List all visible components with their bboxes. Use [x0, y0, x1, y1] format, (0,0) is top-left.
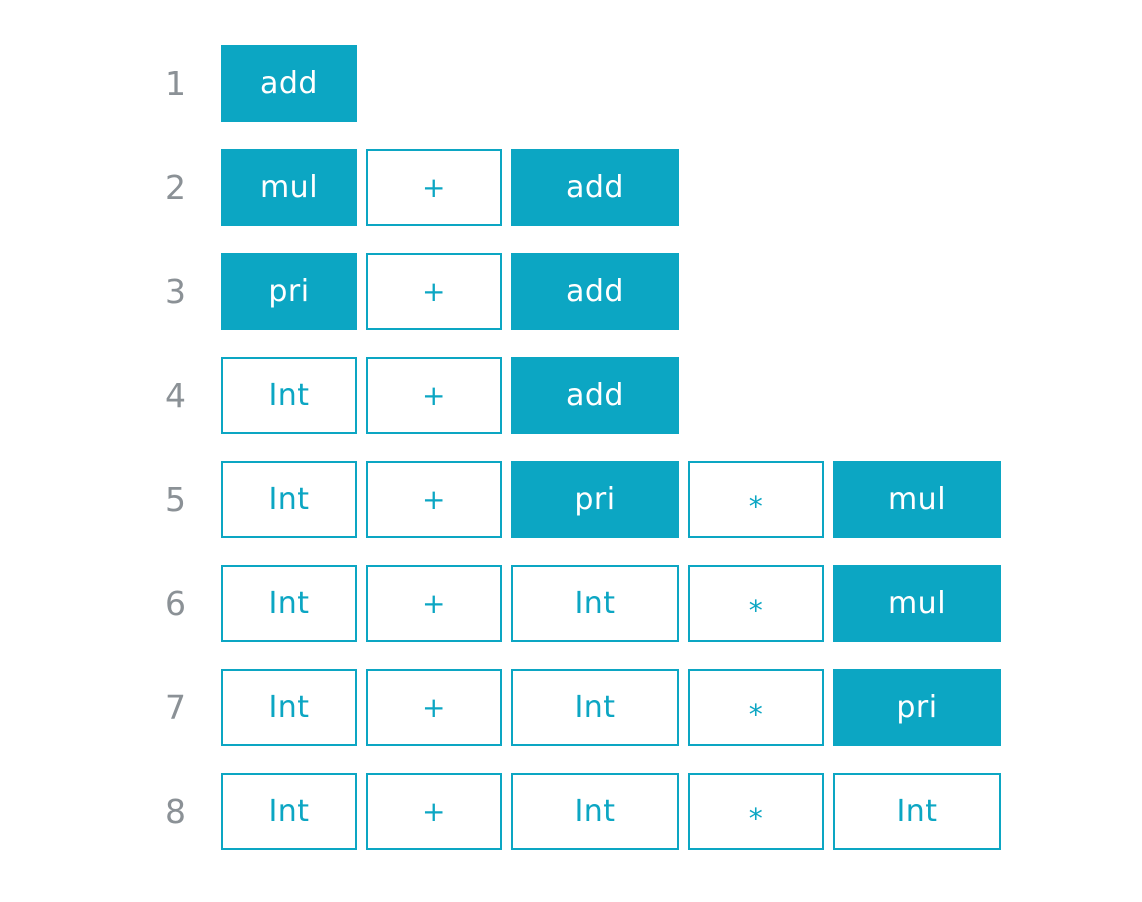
- symbol-box: *: [688, 773, 824, 850]
- symbol-label: +: [422, 483, 446, 516]
- derivation-row: 7 Int + Int * pri: [0, 669, 1142, 746]
- row-number: 3: [165, 272, 186, 311]
- symbol-box: add: [511, 253, 679, 330]
- symbol-box: Int: [221, 357, 357, 434]
- symbol-box: *: [688, 461, 824, 538]
- symbol-box: add: [221, 45, 357, 122]
- symbol-label: Int: [574, 794, 616, 829]
- row-cells: Int + add: [221, 357, 679, 434]
- symbol-label: Int: [268, 378, 310, 413]
- symbol-box: +: [366, 357, 502, 434]
- row-number: 7: [165, 688, 186, 727]
- symbol-box: +: [366, 669, 502, 746]
- symbol-box: pri: [221, 253, 357, 330]
- derivation-row: 1 add: [0, 45, 1142, 122]
- symbol-label: Int: [268, 482, 310, 517]
- row-cells: pri + add: [221, 253, 679, 330]
- symbol-box: pri: [511, 461, 679, 538]
- symbol-box: Int: [221, 565, 357, 642]
- symbol-label: *: [748, 594, 764, 627]
- symbol-box: mul: [221, 149, 357, 226]
- symbol-box: +: [366, 565, 502, 642]
- symbol-box: *: [688, 669, 824, 746]
- symbol-label: Int: [268, 794, 310, 829]
- row-cells: mul + add: [221, 149, 679, 226]
- symbol-box: Int: [511, 773, 679, 850]
- symbol-box: Int: [221, 461, 357, 538]
- row-number: 1: [165, 64, 186, 103]
- symbol-box: mul: [833, 461, 1001, 538]
- row-number: 8: [165, 792, 186, 831]
- symbol-box: +: [366, 149, 502, 226]
- row-cells: Int + Int * mul: [221, 565, 1001, 642]
- symbol-label: *: [748, 698, 764, 731]
- symbol-box: +: [366, 773, 502, 850]
- symbol-label: Int: [574, 690, 616, 725]
- symbol-label: +: [422, 379, 446, 412]
- symbol-box: pri: [833, 669, 1001, 746]
- derivation-row: 4 Int + add: [0, 357, 1142, 434]
- symbol-label: pri: [574, 482, 616, 517]
- derivation-row: 2 mul + add: [0, 149, 1142, 226]
- row-cells: add: [221, 45, 357, 122]
- symbol-label: mul: [259, 170, 319, 205]
- symbol-label: Int: [268, 586, 310, 621]
- symbol-box: Int: [511, 669, 679, 746]
- symbol-label: Int: [896, 794, 938, 829]
- symbol-label: pri: [268, 274, 310, 309]
- symbol-box: +: [366, 461, 502, 538]
- row-cells: Int + pri * mul: [221, 461, 1001, 538]
- symbol-label: add: [260, 66, 318, 101]
- derivation-row: 3 pri + add: [0, 253, 1142, 330]
- symbol-label: +: [422, 795, 446, 828]
- symbol-label: add: [566, 170, 624, 205]
- symbol-box: *: [688, 565, 824, 642]
- row-number: 2: [165, 168, 186, 207]
- derivation-row: 6 Int + Int * mul: [0, 565, 1142, 642]
- symbol-label: +: [422, 587, 446, 620]
- symbol-label: +: [422, 691, 446, 724]
- symbol-box: +: [366, 253, 502, 330]
- symbol-box: Int: [221, 773, 357, 850]
- row-number: 4: [165, 376, 186, 415]
- derivation-row: 5 Int + pri * mul: [0, 461, 1142, 538]
- symbol-box: Int: [221, 669, 357, 746]
- symbol-label: +: [422, 275, 446, 308]
- symbol-label: *: [748, 490, 764, 523]
- row-number: 5: [165, 480, 186, 519]
- symbol-label: Int: [268, 690, 310, 725]
- symbol-label: Int: [574, 586, 616, 621]
- symbol-box: Int: [511, 565, 679, 642]
- symbol-label: mul: [887, 482, 947, 517]
- derivation-row: 8 Int + Int * Int: [0, 773, 1142, 850]
- symbol-label: +: [422, 171, 446, 204]
- row-cells: Int + Int * Int: [221, 773, 1001, 850]
- row-number: 6: [165, 584, 186, 623]
- symbol-box: Int: [833, 773, 1001, 850]
- symbol-label: add: [566, 378, 624, 413]
- symbol-label: pri: [896, 690, 938, 725]
- symbol-label: mul: [887, 586, 947, 621]
- row-cells: Int + Int * pri: [221, 669, 1001, 746]
- symbol-box: mul: [833, 565, 1001, 642]
- symbol-label: add: [566, 274, 624, 309]
- symbol-label: *: [748, 802, 764, 835]
- symbol-box: add: [511, 149, 679, 226]
- symbol-box: add: [511, 357, 679, 434]
